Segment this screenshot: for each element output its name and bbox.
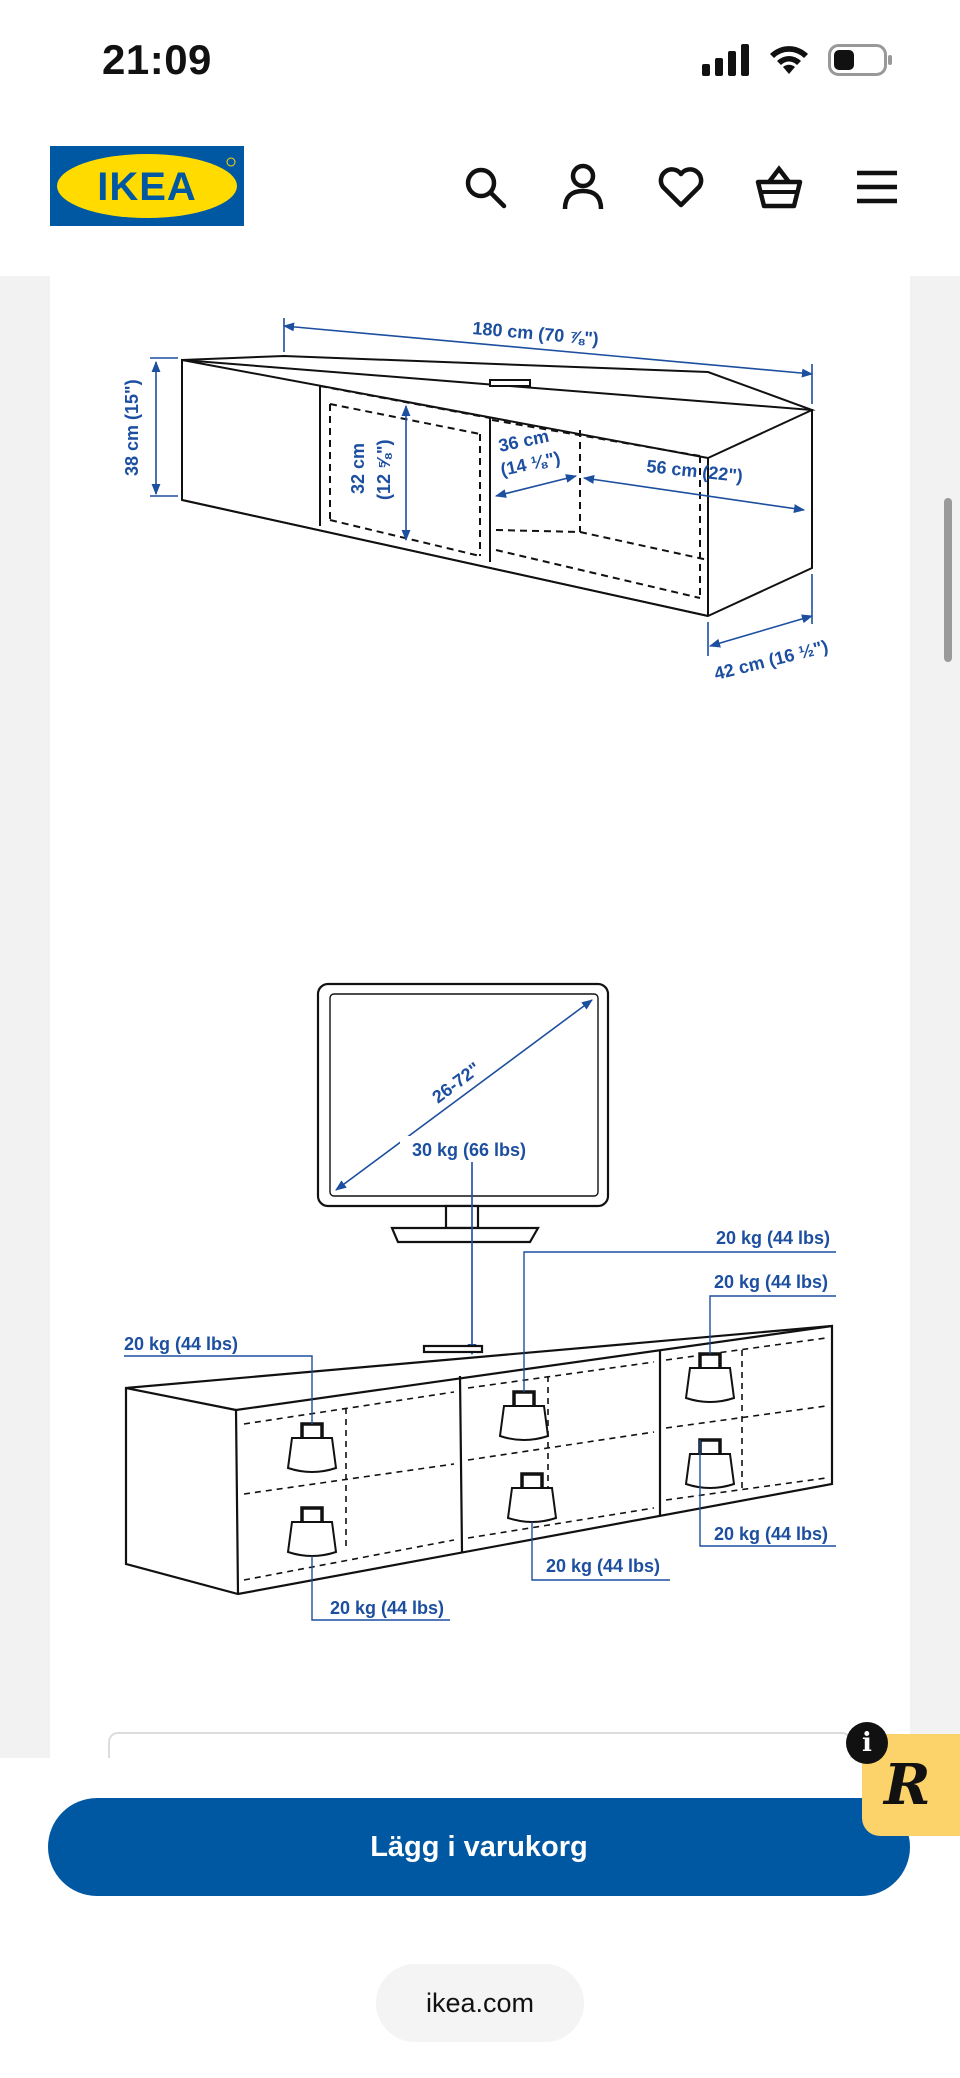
cart-icon[interactable] bbox=[752, 160, 806, 214]
header-icons bbox=[458, 160, 904, 214]
svg-text:IKEA: IKEA bbox=[97, 165, 197, 209]
tv-weight-label: 30 kg (66 lbs) bbox=[412, 1140, 526, 1160]
bench-inner-lines bbox=[243, 1337, 827, 1581]
extension-badge-letter: R bbox=[884, 1752, 931, 1818]
tv-drawing bbox=[316, 982, 610, 1244]
info-icon[interactable]: i bbox=[846, 1722, 888, 1764]
height-label: 38 cm (15") bbox=[122, 379, 142, 476]
tv-dimension-lines bbox=[335, 999, 593, 1356]
tv-weight-bg bbox=[400, 1136, 546, 1162]
site-header: IKEA bbox=[0, 120, 960, 276]
browser-url-bar[interactable]: ikea.com bbox=[376, 1964, 584, 2042]
dimension-diagram bbox=[181, 354, 816, 618]
weight-icon bbox=[286, 1506, 338, 1557]
load-top-right-label: 20 kg (44 lbs) bbox=[714, 1272, 828, 1292]
load-top-left-label: 20 kg (44 lbs) bbox=[124, 1334, 238, 1354]
battery-icon bbox=[828, 44, 892, 76]
signal-icon bbox=[702, 44, 749, 76]
status-time: 21:09 bbox=[102, 36, 212, 83]
weight-icon bbox=[684, 1352, 736, 1403]
heart-icon[interactable] bbox=[654, 160, 708, 214]
load-bottom-left-label: 20 kg (44 lbs) bbox=[330, 1598, 444, 1618]
product-dimension-drawings: 180 cm (70 ⅞") 38 cm (15") 32 cm (12 ⅝")… bbox=[122, 318, 836, 1621]
wifi-icon bbox=[770, 46, 808, 74]
weight-icon bbox=[506, 1472, 558, 1523]
status-bar: 21:09 bbox=[0, 0, 960, 120]
menu-icon[interactable] bbox=[850, 160, 904, 214]
inner-height-in-label: (12 ⅝") bbox=[374, 439, 394, 500]
depth-label: 42 cm (16 ½") bbox=[712, 636, 830, 684]
scrollbar[interactable] bbox=[944, 498, 952, 662]
weight-icon bbox=[286, 1422, 338, 1473]
ikea-logo-graphic: IKEA bbox=[50, 146, 244, 226]
load-bottom-right-label: 20 kg (44 lbs) bbox=[714, 1524, 828, 1544]
dimension-lines bbox=[150, 318, 814, 656]
load-top-mid-label: 20 kg (44 lbs) bbox=[716, 1228, 830, 1248]
account-icon[interactable] bbox=[556, 160, 610, 214]
inner-height-cm-label: 32 cm bbox=[348, 443, 368, 494]
status-icons bbox=[702, 44, 894, 76]
add-to-cart-button[interactable]: Lägg i varukorg bbox=[48, 1798, 910, 1896]
load-bottom-mid-label: 20 kg (44 lbs) bbox=[546, 1556, 660, 1576]
ikea-logo[interactable]: IKEA bbox=[50, 146, 244, 226]
search-icon[interactable] bbox=[458, 160, 512, 214]
load-callout-lines bbox=[124, 1251, 836, 1621]
